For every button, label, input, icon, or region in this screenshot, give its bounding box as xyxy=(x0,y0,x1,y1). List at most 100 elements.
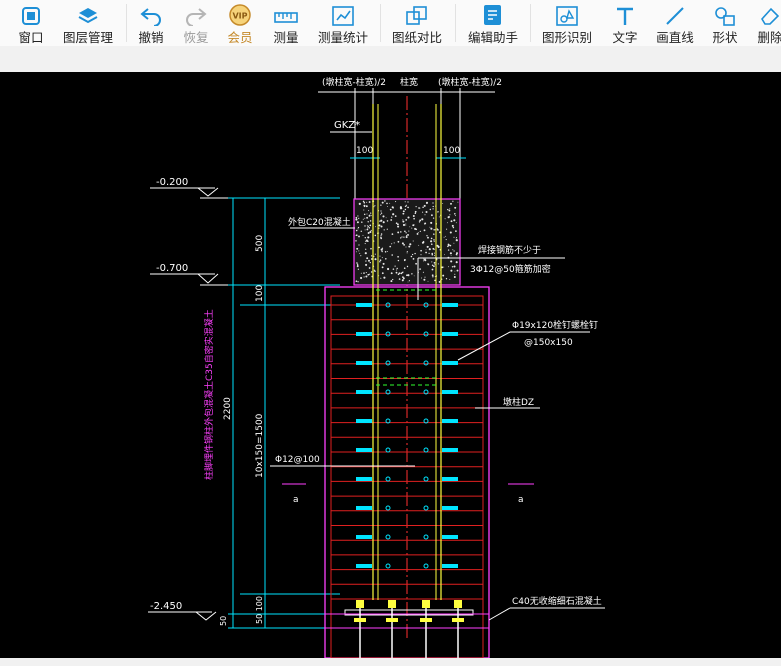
status-strip xyxy=(0,658,781,666)
top-label-center: 柱宽 xyxy=(400,76,418,88)
hatch-dot xyxy=(422,260,424,262)
hatch-dot xyxy=(366,225,368,227)
pier-outline xyxy=(324,286,490,658)
hatch-dot xyxy=(426,246,429,248)
measure-stats-button[interactable]: 测量统计 xyxy=(317,0,369,46)
hatch-dot xyxy=(374,226,376,228)
hatch-dot xyxy=(366,257,369,260)
dim-100-right: 100 xyxy=(443,146,460,156)
shape-button[interactable]: 形状 xyxy=(711,0,739,46)
edit-helper-button[interactable]: 编辑助手 xyxy=(466,0,520,46)
stud-right xyxy=(442,564,458,568)
hatch-dot xyxy=(425,251,427,254)
pier-label: 墩柱DZ xyxy=(503,396,534,408)
hatch-dot xyxy=(355,234,357,237)
hatch-dot xyxy=(364,252,367,255)
hatch-dot xyxy=(368,210,370,212)
hatch-dot xyxy=(407,206,409,209)
stud-right xyxy=(442,419,458,423)
hatch-dot xyxy=(429,208,432,211)
hatch-dot xyxy=(434,229,436,231)
edit-helper-label: 编辑助手 xyxy=(467,30,518,45)
hatch-dot xyxy=(403,278,405,280)
hatch-dot xyxy=(365,275,368,278)
vertical-note: 柱脚埋件钢柱外包混凝土C35自密实混凝土 xyxy=(203,309,215,480)
hatch-dot xyxy=(370,247,372,250)
hatch-dot xyxy=(382,262,385,265)
stud-head xyxy=(385,418,391,424)
hatch-dot xyxy=(424,276,426,278)
hatch-dot xyxy=(381,201,384,204)
hatch-dot xyxy=(358,250,360,252)
hatch-dot xyxy=(389,202,391,204)
stud-head xyxy=(385,505,391,511)
hatch-dot xyxy=(378,275,380,277)
hatch-dot xyxy=(358,235,360,238)
hatch-dot xyxy=(402,271,404,273)
hatch-dot xyxy=(355,251,357,253)
stud-right xyxy=(442,303,458,307)
toolbar: 窗口 图层管理 撤销 恢复 VIP 会员 测量 测量统计 xyxy=(0,0,781,46)
vip-button[interactable]: VIP 会员 xyxy=(226,0,254,46)
redo-button[interactable]: 恢复 xyxy=(182,0,210,46)
hatch-dot xyxy=(361,221,363,223)
hatch-dot xyxy=(428,252,430,254)
eraser-icon xyxy=(759,0,781,26)
hatch-dot xyxy=(397,225,400,228)
hatch-dot xyxy=(363,201,366,204)
hatch-dot xyxy=(419,268,421,270)
hatch-dot xyxy=(407,274,410,277)
hatch-dot xyxy=(398,272,401,275)
hatch-dot xyxy=(419,219,422,222)
shape-recognize-button[interactable]: 图形识别 xyxy=(541,0,593,46)
hatch-dot xyxy=(430,240,433,243)
hatch-dot xyxy=(449,252,452,255)
hatch-dot xyxy=(434,264,436,266)
text-button[interactable]: 文字 xyxy=(611,0,639,46)
measure-button[interactable]: 测量 xyxy=(272,0,300,46)
hatch-dot xyxy=(445,235,447,237)
hatch-dot xyxy=(370,212,372,214)
hatch-dot xyxy=(368,259,370,262)
window-button[interactable]: 窗口 xyxy=(14,0,48,46)
hatch-dot xyxy=(355,216,358,219)
hatch-dot xyxy=(409,243,412,246)
level-marker-top: -0.200 xyxy=(150,177,330,199)
bolt-washer xyxy=(354,618,366,622)
dim-50-100: 50 100 xyxy=(255,596,264,624)
hatch-dot xyxy=(366,228,369,231)
hatch-dot xyxy=(370,258,373,260)
shape-label: 形状 xyxy=(712,30,738,45)
draw-line-button[interactable]: 画直线 xyxy=(655,0,695,46)
hatch-dot xyxy=(405,223,407,225)
hatch-dot xyxy=(355,218,358,221)
delete-button[interactable]: 删除 xyxy=(756,0,781,46)
hatch-dot xyxy=(434,275,436,277)
hatch-dot xyxy=(360,230,363,233)
hatch-dot xyxy=(367,236,369,238)
stud-head xyxy=(423,505,429,511)
hatch-dot xyxy=(374,258,377,261)
toolbar-divider xyxy=(380,4,381,42)
hatch-dot xyxy=(425,249,427,251)
stud-head xyxy=(385,389,391,395)
line-icon xyxy=(665,0,685,26)
undo-button[interactable]: 撤销 xyxy=(137,0,165,46)
hatch-dot xyxy=(431,214,433,217)
hatch-dot xyxy=(426,202,428,204)
hatch-dot xyxy=(380,237,383,240)
compare-button[interactable]: 图纸对比 xyxy=(391,0,443,46)
hatch-dot xyxy=(457,201,459,203)
hatch-dot xyxy=(378,225,380,227)
hatch-dot xyxy=(450,255,452,256)
hatch-dot xyxy=(356,247,359,250)
stats-icon xyxy=(332,0,354,26)
hatch-dot xyxy=(433,252,436,254)
hatch-dot xyxy=(426,235,428,237)
drawing-canvas[interactable]: (墩柱宽-柱宽)/2 柱宽 (墩柱宽-柱宽)/2 GKZ* 100 100 -0… xyxy=(0,72,781,658)
layers-button[interactable]: 图层管理 xyxy=(60,0,116,46)
hatch-dot xyxy=(395,271,398,274)
hatch-dot xyxy=(363,209,365,211)
hatch-dot xyxy=(363,276,365,278)
hatch-dot xyxy=(447,244,450,246)
